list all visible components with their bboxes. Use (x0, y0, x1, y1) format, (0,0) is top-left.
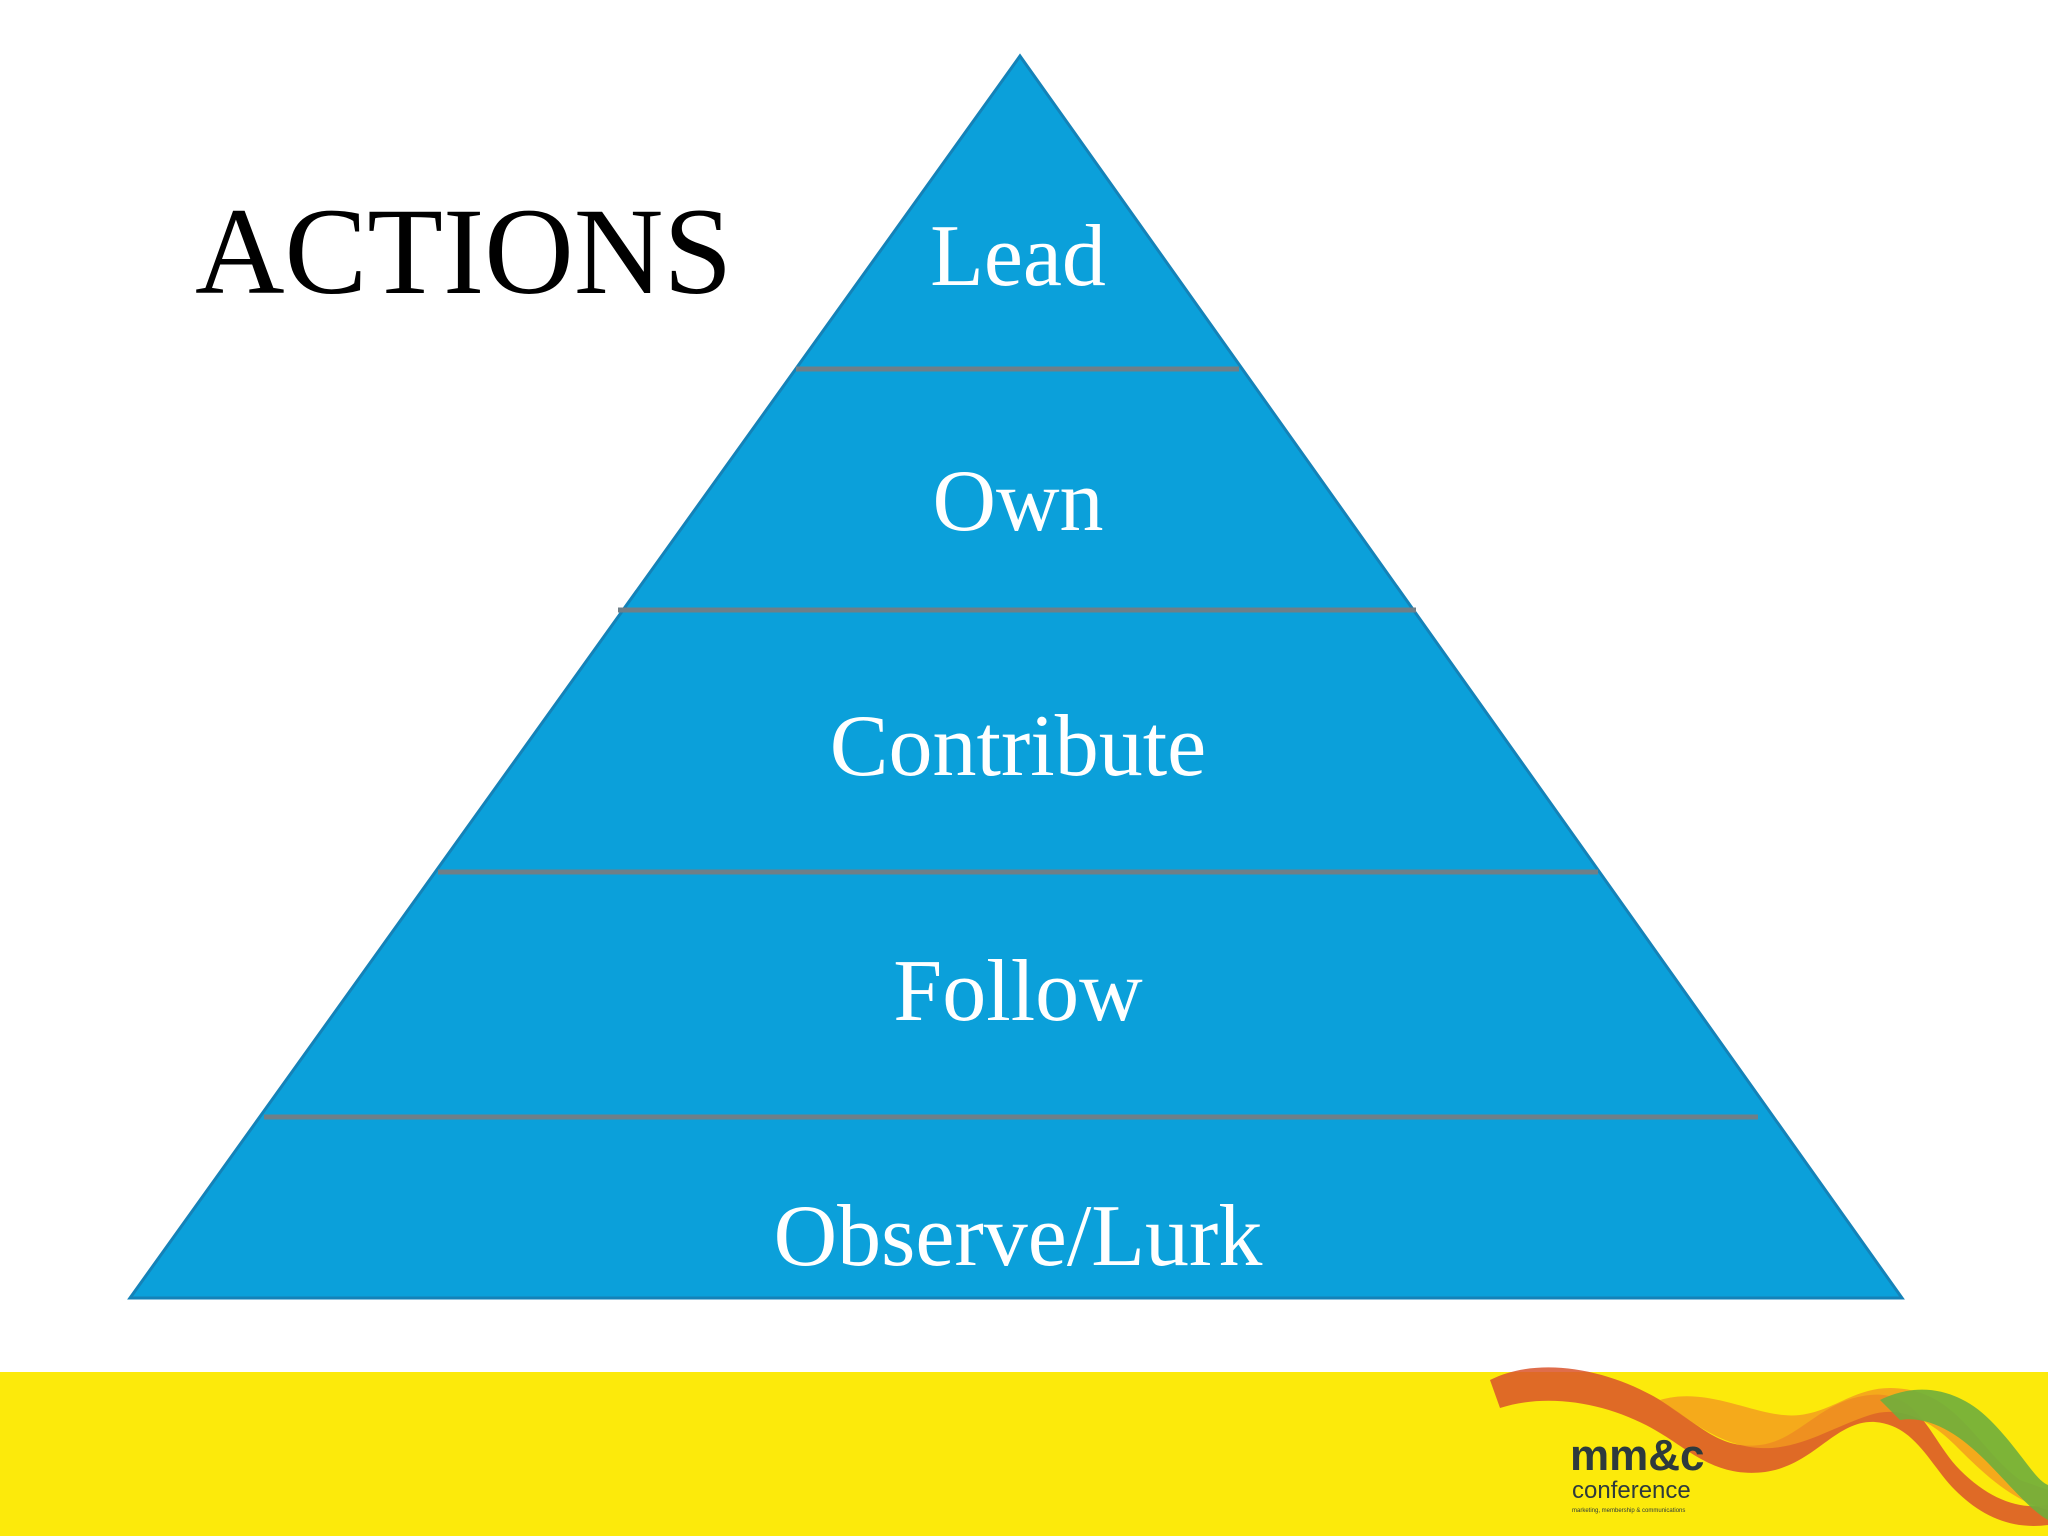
logo-subtitle: conference (1572, 1477, 1691, 1504)
pyramid-level-own: Own (932, 453, 1103, 550)
pyramid-shape (127, 53, 1905, 1300)
logo-wordmark: mm&c (1570, 1431, 1705, 1480)
pyramid-level-contribute: Contribute (830, 698, 1206, 795)
pyramid-level-observe-lurk: Observe/Lurk (774, 1188, 1263, 1285)
pyramid-diagram: Lead Own Contribute Follow Observe/Lurk (127, 53, 1905, 1300)
logo-tagline: marketing, membership & communications (1572, 1508, 1685, 1514)
conference-logo: mm&c conference marketing, membership & … (1490, 1367, 2048, 1526)
pyramid-level-follow: Follow (893, 943, 1143, 1040)
logo-swoosh-green (1880, 1389, 2048, 1520)
slide-title: ACTIONS (195, 183, 733, 320)
pyramid-level-lead: Lead (930, 208, 1106, 305)
